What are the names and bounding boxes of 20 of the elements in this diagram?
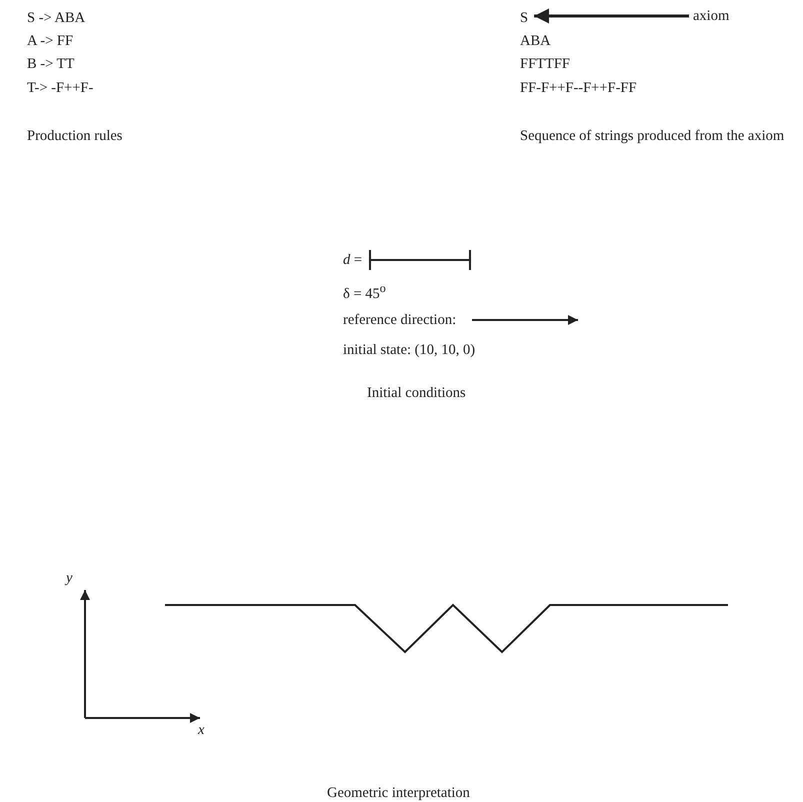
production-rule: S -> ABA — [27, 9, 86, 28]
caption-text: Initial conditions — [367, 384, 466, 403]
production-rule: A -> FF — [27, 32, 74, 51]
axis-label: y — [66, 569, 72, 588]
string-text: S — [520, 8, 528, 28]
production-rule: B -> TT — [27, 55, 74, 74]
parameter-text: δ = 45$^{o}$ — [343, 280, 386, 304]
parameter-text: initial state: (10, 10, 0) — [343, 341, 476, 360]
production-rule: T-> -F++F- — [27, 79, 94, 98]
caption-text: Geometric interpretation — [327, 784, 470, 802]
string-text: FF-F++F--F++F-FF — [520, 79, 637, 98]
string-text: ABA — [520, 32, 551, 51]
axiom-label: axiom — [693, 6, 730, 26]
axis-label: x — [198, 721, 204, 740]
parameter-text: d = — [343, 251, 362, 270]
arrow — [534, 8, 689, 24]
parameter-text: reference direction: — [343, 311, 456, 330]
string-text: FFTTFF — [520, 55, 570, 74]
caption-text: Sequence of strings produced from the axiom — [520, 127, 784, 146]
caption-text: Production rules — [27, 127, 122, 146]
